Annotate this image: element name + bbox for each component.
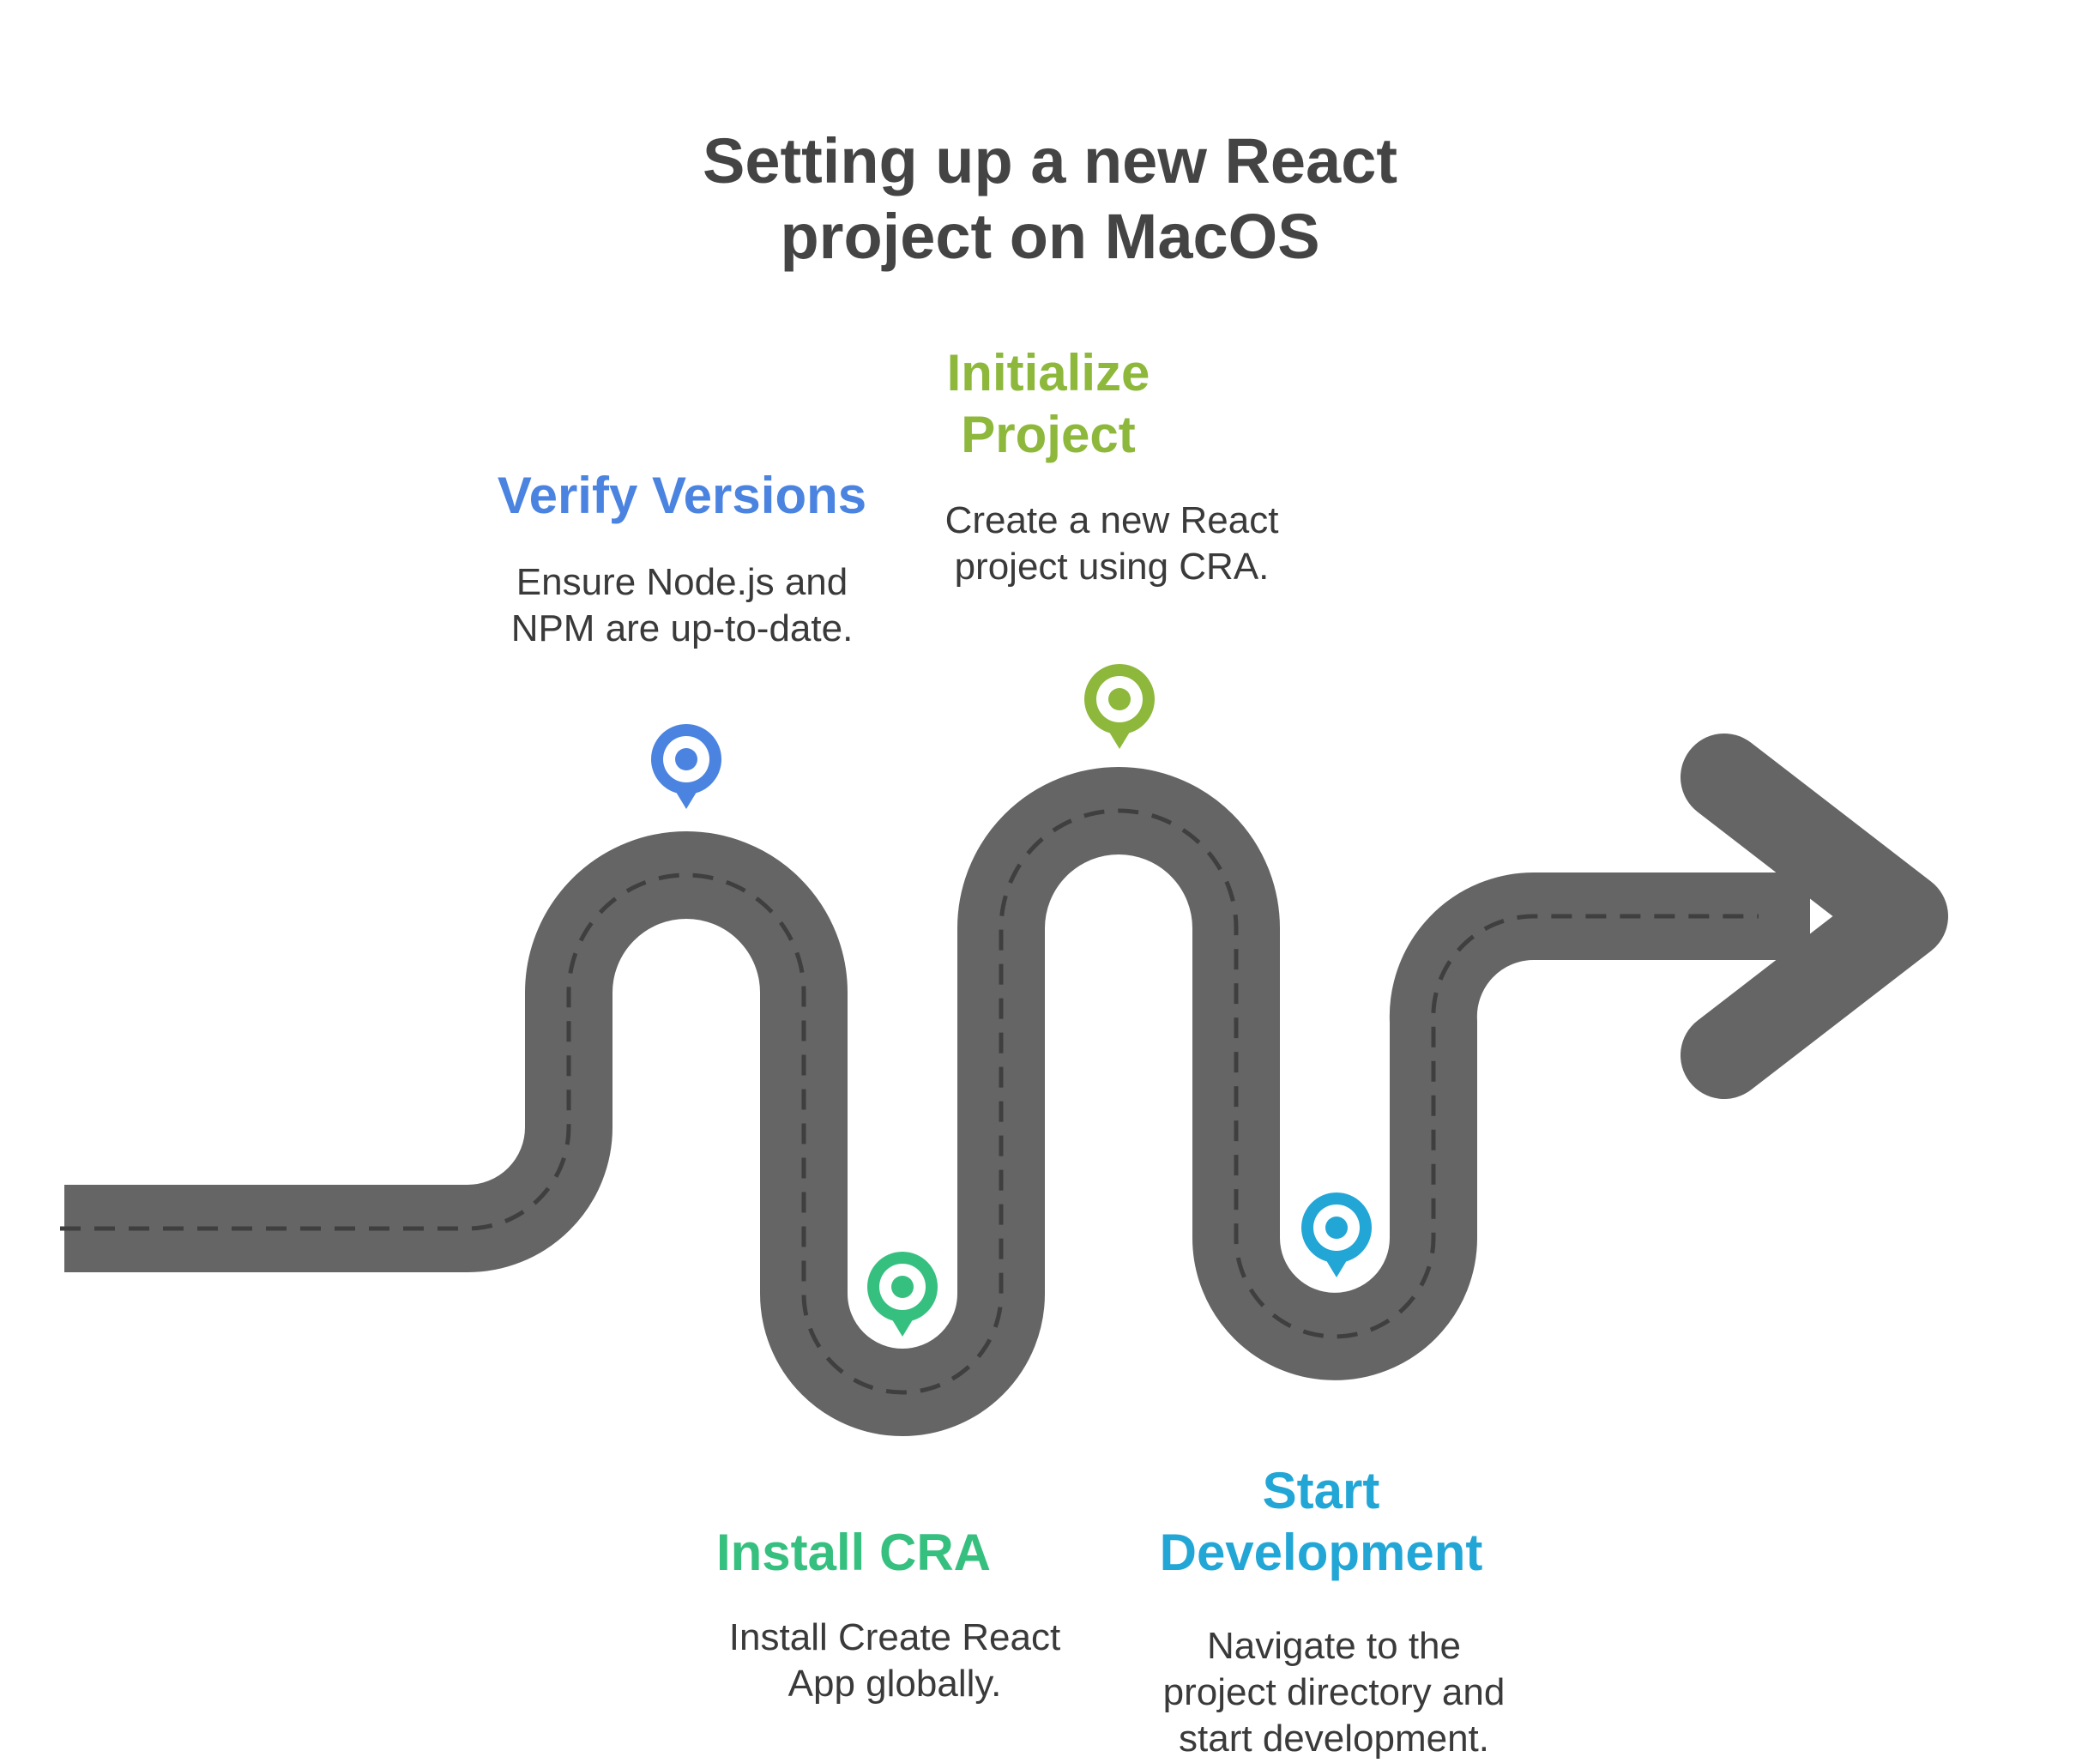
step-title: Verify Versions [498, 467, 866, 524]
step-description-line: NPM are up-to-date. [511, 607, 854, 649]
step-description-line: App globally. [788, 1663, 1002, 1705]
map-pin-icon [1301, 1192, 1372, 1277]
diagram-title-line-1: Setting up a new React [703, 125, 1397, 196]
step-start-development: Start Development Navigate to the projec… [1160, 1192, 1506, 1760]
step-description-line: project using CRA. [955, 546, 1270, 588]
diagram-title-line-2: project on MacOS [780, 201, 1319, 272]
step-description-line: start development. [1179, 1718, 1489, 1760]
step-title-line: Initialize [947, 344, 1150, 402]
road-arrow-head [1681, 734, 1948, 1099]
map-pin-icon [651, 724, 721, 809]
step-description-line: Install Create React [729, 1616, 1060, 1658]
step-title-line: Project [961, 406, 1135, 463]
step-description-line: Ensure Node.js and [516, 561, 848, 603]
step-initialize-project: Initialize Project Create a new React pr… [945, 344, 1279, 749]
step-install-cra: Install CRA Install Create React App glo… [716, 1252, 1060, 1705]
step-title-line: Start [1263, 1462, 1380, 1519]
map-pin-icon [1084, 664, 1155, 749]
step-description-line: project directory and [1163, 1671, 1506, 1713]
step-title-line: Development [1160, 1524, 1483, 1581]
map-pin-icon [867, 1252, 938, 1337]
step-description-line: Create a new React [945, 499, 1279, 541]
road-center-line [60, 808, 1759, 1395]
step-title: Install CRA [716, 1524, 991, 1581]
step-description-line: Navigate to the [1207, 1625, 1461, 1667]
step-verify-versions: Verify Versions Ensure Node.js and NPM a… [498, 467, 866, 809]
road-body [64, 767, 1810, 1436]
winding-road [60, 734, 1948, 1436]
